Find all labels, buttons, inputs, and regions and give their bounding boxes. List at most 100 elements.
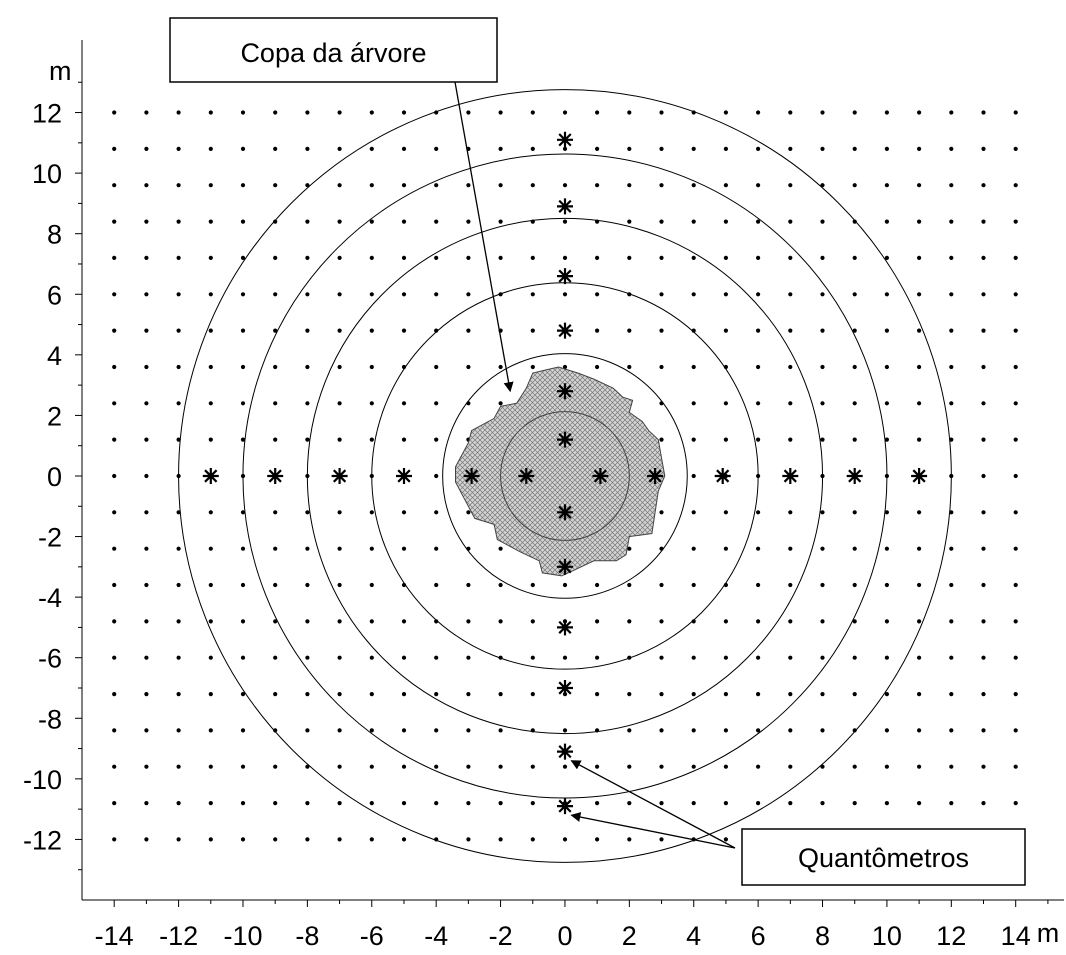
distance-circle: [442, 353, 688, 599]
x-tick-label: 4: [686, 921, 701, 951]
grid-point: [917, 219, 922, 224]
grid-point: [369, 255, 374, 260]
grid-point: [884, 183, 890, 188]
grid-point: [176, 146, 181, 151]
quantometer-marker: [557, 322, 573, 339]
grid-point: [949, 219, 954, 224]
grid-point: [723, 764, 729, 769]
grid-point: [820, 219, 825, 224]
grid-point: [305, 219, 310, 224]
grid-point: [917, 328, 922, 333]
grid-point: [240, 255, 246, 260]
grid-point: [788, 401, 793, 406]
grid-point: [112, 219, 117, 224]
grid-point: [852, 692, 857, 697]
grid-point: [1013, 292, 1018, 297]
grid-point: [852, 728, 857, 733]
grid-point: [112, 692, 117, 697]
grid-point: [434, 692, 439, 697]
grid-point: [691, 146, 696, 151]
grid-point: [466, 582, 471, 588]
grid-point: [756, 764, 761, 769]
grid-point: [337, 437, 342, 442]
grid-point: [723, 728, 729, 733]
grid-point: [305, 255, 310, 260]
grid-point: [434, 510, 439, 515]
quantometros-label: Quantômetros: [798, 843, 969, 873]
grid-point: [852, 219, 857, 224]
grid-point: [337, 255, 342, 260]
grid-point: [305, 292, 310, 297]
grid-point: [595, 692, 600, 697]
grid-point: [176, 364, 181, 370]
grid-point: [176, 292, 181, 297]
grid-point: [627, 837, 632, 842]
grid-point: [337, 510, 342, 515]
y-tick-label: 2: [47, 401, 62, 431]
tree-crown-layer: [455, 366, 666, 577]
x-tick-label: -2: [489, 921, 513, 951]
y-axis-label: m: [49, 56, 72, 86]
grid-point: [723, 146, 729, 151]
y-tick-label: -6: [38, 644, 62, 674]
grid-point: [595, 183, 600, 188]
grid-point: [498, 801, 503, 806]
grid-point: [530, 801, 535, 806]
grid-point: [949, 692, 954, 697]
grid-point: [949, 510, 954, 515]
grid-point: [273, 183, 278, 188]
grid-point: [788, 328, 793, 333]
grid-point: [466, 328, 471, 333]
grid-point: [917, 582, 922, 588]
grid-point: [820, 728, 825, 733]
grid-point: [562, 110, 568, 115]
grid-point: [562, 364, 568, 370]
grid-point: [820, 510, 825, 515]
grid-point: [273, 255, 278, 260]
grid-point: [401, 801, 407, 806]
grid-point: [1013, 473, 1018, 479]
grid-point: [723, 219, 729, 224]
grid-point: [144, 546, 149, 551]
grid-point: [981, 328, 986, 333]
grid-point: [659, 255, 664, 260]
grid-point: [498, 619, 503, 624]
grid-point: [530, 255, 535, 260]
grid-point: [949, 582, 954, 588]
x-tick-label: 6: [751, 921, 766, 951]
grid-point: [305, 364, 310, 370]
y-tick-label: 10: [32, 159, 62, 189]
grid-point: [756, 183, 761, 188]
grid-point: [1013, 801, 1018, 806]
grid-point: [305, 692, 310, 697]
grid-point: [723, 255, 729, 260]
grid-point: [144, 364, 149, 370]
grid-point: [723, 655, 729, 660]
grid-point: [723, 692, 729, 697]
grid-point: [659, 510, 664, 515]
grid-point: [112, 255, 117, 260]
grid-point: [917, 146, 922, 151]
quantometer-marker: [557, 383, 573, 400]
grid-point: [240, 837, 246, 842]
grid-point: [369, 764, 374, 769]
quantometer-marker: [911, 468, 928, 484]
grid-point: [884, 764, 890, 769]
grid-point: [144, 582, 149, 588]
grid-point: [820, 692, 825, 697]
grid-point: [208, 401, 213, 406]
grid-point: [305, 619, 310, 624]
x-tick-label: -8: [295, 921, 319, 951]
grid-point: [884, 437, 890, 442]
grid-point: [756, 328, 761, 333]
grid-point: [852, 364, 857, 370]
grid-point: [466, 510, 471, 515]
grid-point: [949, 655, 954, 660]
grid-point: [240, 510, 246, 515]
grid-point: [337, 801, 342, 806]
grid-point: [820, 619, 825, 624]
grid-point: [369, 401, 374, 406]
grid-point: [852, 328, 857, 333]
grid-point: [659, 110, 664, 115]
grid-point: [756, 437, 761, 442]
